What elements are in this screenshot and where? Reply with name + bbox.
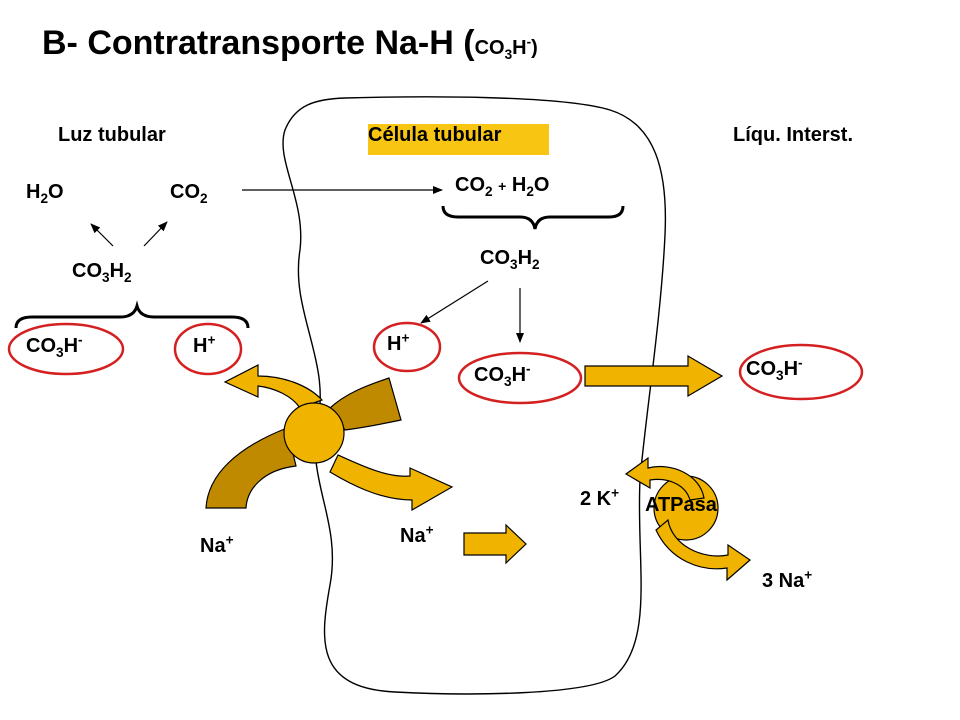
atpase-pump-icon bbox=[624, 456, 751, 582]
interstitial-bicarbonate-label: CO3H- bbox=[746, 355, 803, 383]
ellipse-lumen-bicarbonate bbox=[7, 322, 125, 376]
lumen-h2o-label: H2O bbox=[26, 181, 64, 206]
cell-carbonic-acid-label: CO3H2 bbox=[480, 247, 540, 272]
cell-bicarbonate-label: CO3H- bbox=[474, 361, 531, 389]
block-arrow-bicarbonate-out-icon bbox=[584, 354, 724, 398]
title-text: B- Contratransporte Na-H ( bbox=[42, 24, 475, 62]
title-formula: CO3H-) bbox=[474, 34, 538, 62]
ellipse-cell-proton bbox=[372, 321, 442, 373]
arrow-to-cell-proton bbox=[420, 280, 489, 324]
lumen-sodium-label: Na+ bbox=[200, 532, 234, 557]
cell-proton-label: H+ bbox=[387, 330, 410, 355]
arrow-to-co2 bbox=[143, 221, 168, 247]
cell-co2-h2o-label: CO2 + H2O bbox=[455, 174, 550, 199]
lumen-proton-label: H+ bbox=[193, 332, 216, 357]
block-arrow-sodium-icon bbox=[463, 523, 527, 565]
pump-potassium-label: 2 K+ bbox=[580, 485, 620, 510]
pump-name-label: ATPasa bbox=[645, 494, 717, 516]
ellipse-lumen-proton bbox=[173, 322, 243, 376]
page-title: B- Contratransporte Na-H (CO3H-) bbox=[42, 24, 538, 63]
brace-co2-h2o bbox=[441, 205, 625, 230]
region-lumen-label: Luz tubular bbox=[58, 124, 166, 146]
lumen-bicarbonate-label: CO3H- bbox=[26, 332, 83, 360]
brace-lumen-dissociation bbox=[14, 300, 250, 329]
ellipse-cell-bicarbonate bbox=[457, 351, 583, 405]
arrow-to-h2o bbox=[90, 223, 114, 247]
lumen-co2-label: CO2 bbox=[170, 181, 208, 206]
ellipse-interstitial-bicarbonate bbox=[738, 343, 864, 401]
cell-sodium-label: Na+ bbox=[400, 522, 434, 547]
sodium-proton-exchanger-icon bbox=[205, 364, 454, 512]
region-interstitial-label: Líqu. Interst. bbox=[733, 124, 853, 146]
cell-membrane-outline bbox=[282, 96, 667, 695]
lumen-carbonic-acid-label: CO3H2 bbox=[72, 260, 132, 285]
pump-sodium-label: 3 Na+ bbox=[762, 567, 813, 592]
region-cell-label: Célula tubular bbox=[368, 124, 550, 155]
